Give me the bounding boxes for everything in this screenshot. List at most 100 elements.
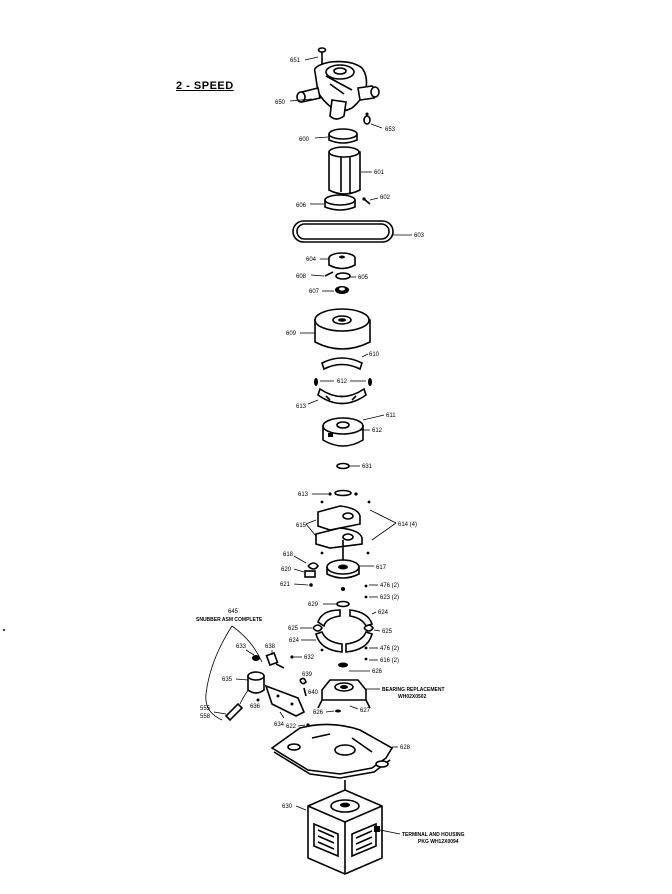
part-617-shaft	[326, 540, 374, 579]
label-558: 558	[200, 714, 211, 720]
label-603: 603	[414, 233, 425, 239]
label-625a: 625	[288, 626, 299, 632]
label-640: 640	[308, 690, 319, 696]
part-651-screw	[304, 47, 327, 64]
part-653-clip	[363, 112, 383, 129]
part-605-washer	[335, 272, 356, 280]
part-639-spring	[299, 677, 307, 685]
label-651: 651	[290, 58, 301, 64]
label-638: 638	[265, 644, 276, 650]
label-615: 615	[296, 523, 307, 529]
part-640-pin	[303, 687, 307, 697]
label-614: 614 (4)	[398, 522, 417, 528]
part-555-558-clip	[213, 702, 244, 722]
part-632-screw	[290, 655, 302, 659]
part-625-springs	[300, 624, 381, 632]
label-613b: 613	[298, 492, 309, 498]
part-631-ring	[336, 462, 360, 470]
label-629: 629	[308, 602, 319, 608]
part-633-grommet	[245, 649, 260, 661]
label-612b: 612	[372, 428, 383, 434]
part-614-pins	[320, 509, 397, 555]
part-601-hose	[328, 146, 372, 195]
part-lower-pins	[320, 646, 378, 672]
part-650-pump-housing	[289, 60, 380, 120]
part-634-bracket	[264, 684, 306, 719]
part-603-belt	[292, 220, 412, 243]
diagram-title: 2 - SPEED	[176, 80, 234, 92]
note-terminal-line2: PKG WH12X0094	[418, 839, 459, 845]
part-610-shoe	[321, 353, 369, 371]
label-620: 620	[281, 567, 292, 573]
label-628: 628	[400, 745, 411, 751]
label-613: 613	[296, 404, 307, 410]
part-627-bearing-bracket	[317, 679, 380, 710]
part-476-623-pins	[341, 584, 378, 599]
part-630-motor	[295, 780, 401, 875]
part-613-shoe	[307, 387, 367, 405]
part-620-bracket	[293, 568, 316, 578]
part-613-washers	[312, 489, 358, 497]
part-626-washer	[325, 709, 341, 713]
label-555: 555	[200, 706, 211, 712]
label-653: 653	[385, 127, 396, 133]
part-628-mounting-plate	[270, 723, 398, 779]
part-636-screw	[256, 698, 260, 702]
label-602: 602	[380, 195, 391, 201]
part-609-drum	[300, 308, 371, 350]
part-604-pulley	[320, 252, 356, 270]
label-623: 623 (2)	[380, 595, 399, 601]
label-611: 611	[386, 413, 396, 419]
part-608-pin	[310, 271, 334, 277]
part-611-hub	[322, 414, 385, 447]
label-612: 612	[337, 379, 348, 385]
label-608: 608	[296, 274, 307, 280]
part-635-snubber-block	[235, 671, 265, 694]
label-624b: 624	[289, 638, 300, 644]
part-624-clutch-shoes	[301, 609, 377, 653]
label-630: 630	[282, 804, 293, 810]
note-snubber: SNUBBER ASM COMPLETE	[196, 617, 263, 623]
label-634: 634	[274, 722, 285, 728]
label-609: 609	[286, 331, 297, 337]
label-650: 650	[275, 100, 286, 106]
note-bearing-line2: WH02X0502	[398, 694, 427, 700]
label-621: 621	[280, 582, 291, 588]
label-606: 606	[296, 203, 307, 209]
part-602-screw	[362, 197, 379, 205]
note-bearing-line1: BEARING REPLACEMENT	[382, 687, 445, 693]
part-615-cams	[305, 505, 363, 549]
part-629-ring	[323, 600, 350, 608]
part-618-spring	[293, 555, 319, 570]
label-601: 601	[374, 170, 385, 176]
part-638-bolt	[265, 650, 285, 669]
label-618: 618	[283, 552, 294, 558]
part-600-clamp	[314, 128, 358, 144]
label-617: 617	[376, 565, 387, 571]
part-606-clamp	[310, 194, 356, 211]
label-636: 636	[250, 704, 261, 710]
label-627: 627	[360, 708, 371, 714]
label-616: 616 (2)	[380, 658, 399, 664]
part-607-nut	[322, 286, 349, 294]
label-622: 622	[286, 724, 297, 730]
label-625b: 625	[382, 629, 393, 635]
label-624: 624	[378, 610, 389, 616]
label-632: 632	[304, 655, 315, 661]
label-626b: 626	[313, 710, 324, 716]
label-476b: 476 (2)	[380, 646, 399, 652]
label-600: 600	[299, 137, 310, 143]
label-605: 605	[358, 275, 369, 281]
label-626: 626	[372, 669, 383, 675]
label-645: 645	[228, 609, 239, 615]
label-607: 607	[309, 289, 320, 295]
part-612-springs	[314, 378, 372, 386]
part-621-screw	[293, 583, 313, 587]
label-610: 610	[369, 352, 380, 358]
label-631: 631	[362, 464, 373, 470]
label-633: 633	[236, 644, 247, 650]
label-476a: 476 (2)	[380, 583, 399, 589]
note-terminal-line1: TERMINAL AND HOUSING	[402, 832, 465, 838]
